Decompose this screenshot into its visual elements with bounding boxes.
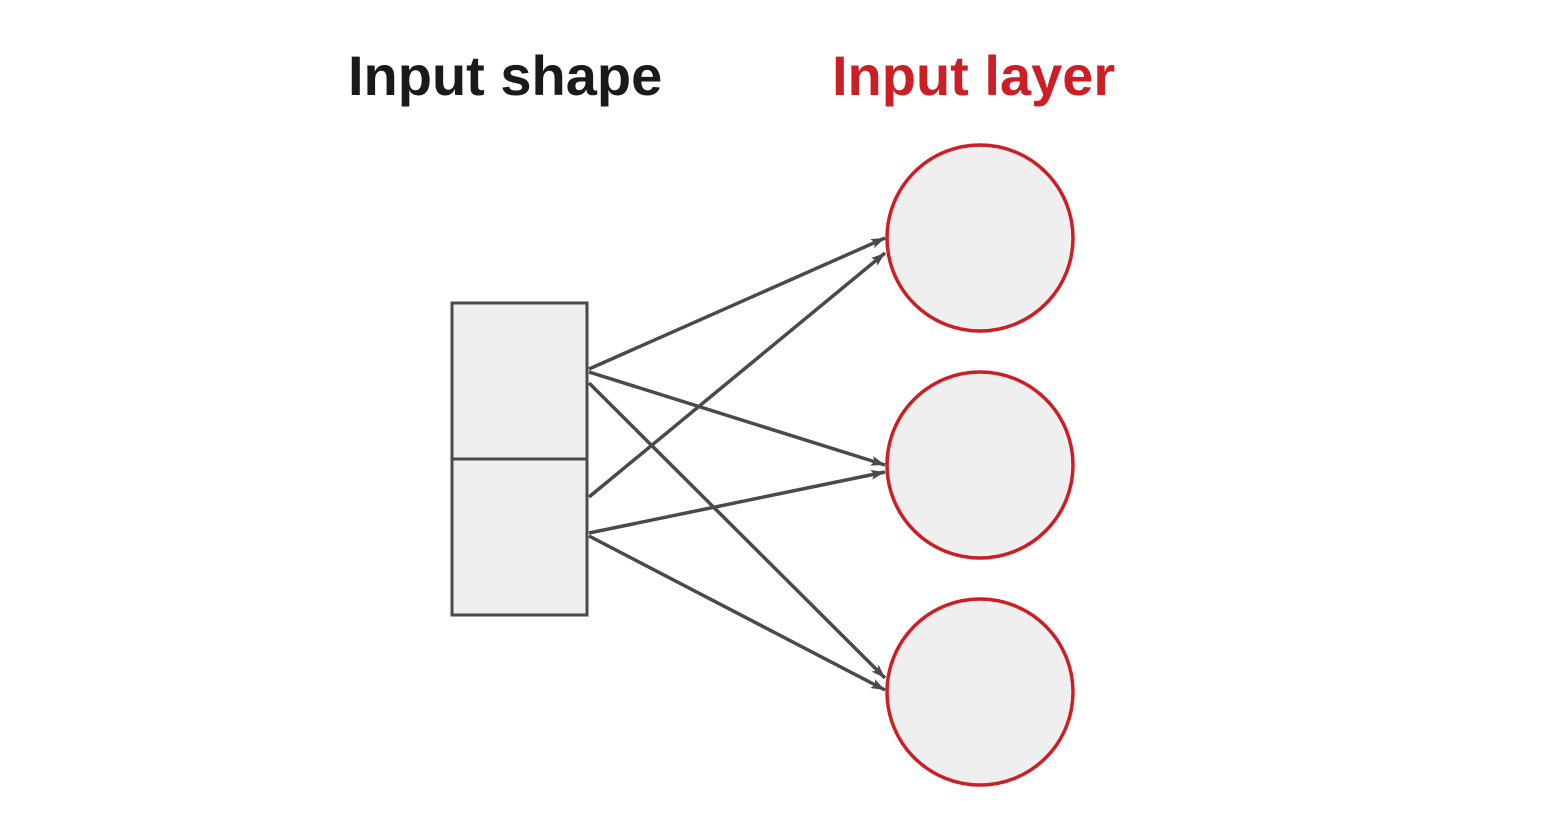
edge-cell1-neuron3 <box>587 381 887 680</box>
neuron-3 <box>885 597 1075 787</box>
neuron-1 <box>885 143 1075 333</box>
edge-cell2-neuron3 <box>588 534 886 692</box>
input-layer-heading: Input layer <box>832 44 1116 107</box>
neuron-2 <box>885 370 1075 560</box>
connections <box>587 236 887 692</box>
edge-cell1-neuron2 <box>588 370 886 467</box>
edge-cell1-neuron1 <box>588 236 886 371</box>
input-shape <box>450 301 589 617</box>
input-layer <box>885 143 1075 787</box>
edge-cell2-neuron2 <box>588 469 886 535</box>
input-shape-cell-1 <box>450 301 589 461</box>
input-shape-cell-2 <box>450 457 589 617</box>
input-shape-heading: Input shape <box>348 44 663 107</box>
edge-cell2-neuron1 <box>587 251 887 499</box>
